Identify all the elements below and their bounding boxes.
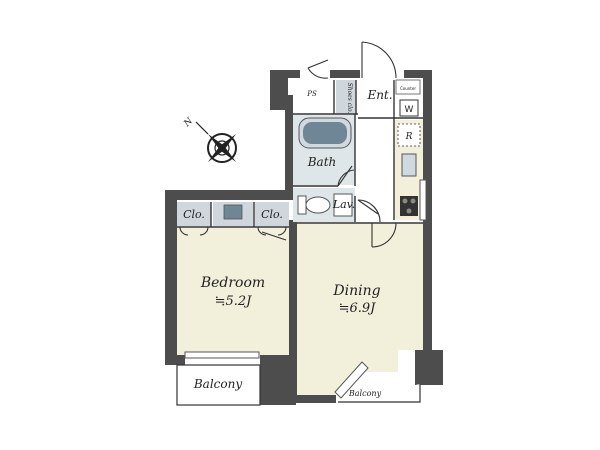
exterior-walls [165,70,443,405]
compass-rose [195,121,237,163]
refrigerator-label: R [405,132,413,142]
balcony-left-label: Balcony [193,377,242,391]
ps-label: PS [306,90,317,98]
closet-right-label: Clo. [261,208,283,221]
closet-left-floor [177,202,211,226]
refrigerator-box [397,123,421,147]
kitchen-sink [401,153,417,177]
ps-floor [298,80,326,104]
bath-label: Bath [307,155,337,169]
toilet [297,195,331,215]
closet-sink [223,204,243,220]
compass-north-label: N [182,116,196,130]
bedroom-label: Bedroom [200,275,265,291]
balcony-left-area [176,364,261,406]
washer-box [399,99,419,117]
bedroom-area: ≒5.2J [215,294,253,309]
closet-left-label: Clo. [183,208,205,221]
entrance-label: Ent. [366,88,392,102]
entrance-counter [395,79,421,95]
dining-floor [297,224,423,395]
balconies [176,364,421,406]
windows [184,179,427,399]
shoe-closet-label: Shoes clo. [346,83,353,114]
dining-area: ≒6.9J [339,301,377,316]
washer-label: W [405,105,414,115]
shoe-closet-floor [336,80,356,114]
corridor-floor [358,120,394,224]
lav-label: Lav. [332,198,355,211]
fixtures [223,79,421,220]
doors [179,41,397,248]
entrance-floor [358,80,394,118]
closet-right-floor [255,202,289,226]
counter-label: Counter [400,86,416,91]
balcony-right-label: Balcony [348,389,382,398]
wash-basin [333,193,353,217]
dining-label: Dining [332,283,380,299]
interior-lines [177,80,423,228]
bedroom-floor [177,228,289,355]
